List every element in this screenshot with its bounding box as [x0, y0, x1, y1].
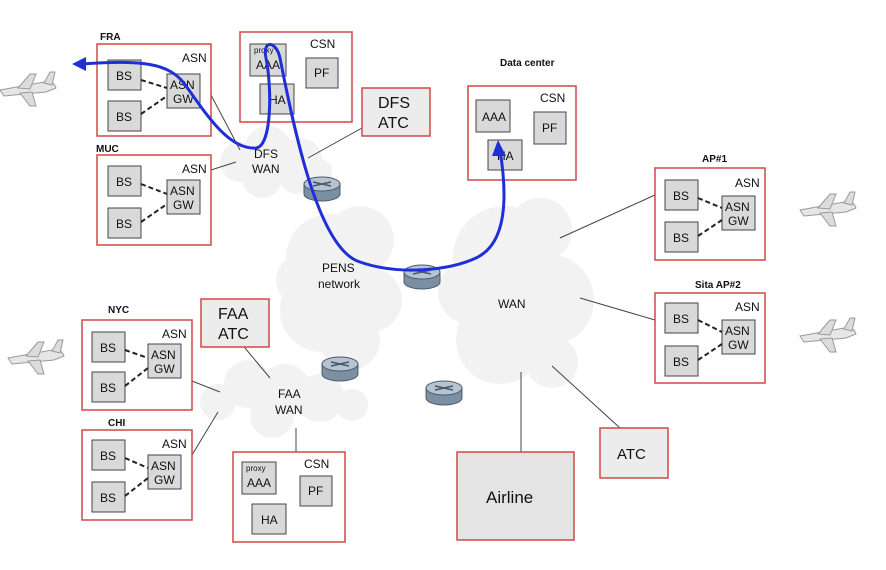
dfs-atc-box: DFS ATC — [361, 87, 431, 137]
svg-text:BS: BS — [673, 231, 689, 245]
svg-text:BS: BS — [116, 175, 132, 189]
svg-text:BS: BS — [100, 491, 116, 505]
site-label-ap2: Sita AP#2 — [695, 280, 741, 291]
atc-box: ATC — [599, 427, 669, 479]
svg-text:GW: GW — [154, 362, 175, 376]
faa-wan-label-1: FAA — [278, 387, 301, 401]
svg-text:HA: HA — [269, 93, 286, 107]
svg-text:CSN: CSN — [540, 91, 565, 105]
airplane-icon — [799, 191, 857, 227]
wan-label: WAN — [498, 297, 526, 311]
svg-text:BS: BS — [673, 355, 689, 369]
svg-text:GW: GW — [173, 198, 194, 212]
svg-text:PF: PF — [542, 121, 557, 135]
svg-text:AAA: AAA — [247, 476, 271, 490]
site-label-datacenter: Data center — [500, 58, 555, 69]
svg-text:CSN: CSN — [310, 37, 335, 51]
svg-text:AAA: AAA — [482, 110, 506, 124]
site-label-ap1: AP#1 — [702, 154, 727, 165]
airplane-icon — [7, 339, 65, 375]
svg-text:proxy: proxy — [254, 46, 274, 55]
svg-text:BS: BS — [673, 312, 689, 326]
svg-text:GW: GW — [154, 473, 175, 487]
svg-text:ATC: ATC — [218, 326, 249, 343]
svg-text:BS: BS — [100, 381, 116, 395]
svg-text:ASN: ASN — [151, 459, 176, 473]
svg-text:BS: BS — [673, 189, 689, 203]
router-icon — [425, 380, 463, 406]
svg-text:BS: BS — [100, 449, 116, 463]
svg-text:ASN: ASN — [735, 176, 760, 190]
auth-path — [72, 43, 506, 272]
svg-text:ASN: ASN — [151, 348, 176, 362]
wan-cloud — [438, 198, 594, 388]
pens-label-2: network — [318, 277, 361, 291]
svg-text:ASN: ASN — [725, 200, 750, 214]
svg-text:ATC: ATC — [617, 446, 646, 463]
site-label-fra: FRA — [100, 32, 121, 43]
svg-text:BS: BS — [100, 341, 116, 355]
svg-text:PF: PF — [314, 66, 329, 80]
csn-datacenter: CSN AAA PF HA — [467, 85, 577, 181]
svg-text:FAA: FAA — [218, 306, 249, 323]
svg-text:GW: GW — [728, 214, 749, 228]
faa-atc-box: FAA ATC — [200, 298, 270, 348]
airplane-icon — [799, 317, 857, 353]
csn-faa: CSN proxy AAA PF HA — [232, 451, 346, 543]
site-label-nyc: NYC — [108, 305, 129, 316]
router-icon — [321, 356, 359, 382]
svg-text:ASN: ASN — [182, 162, 207, 176]
svg-text:ASN: ASN — [735, 300, 760, 314]
airline-box: Airline — [456, 451, 575, 541]
svg-text:ATC: ATC — [378, 115, 409, 132]
svg-text:PF: PF — [308, 484, 323, 498]
svg-text:ASN: ASN — [182, 51, 207, 65]
svg-text:DFS: DFS — [378, 95, 410, 112]
dfs-wan-label-2: WAN — [252, 162, 280, 176]
pens-label-1: PENS — [322, 261, 355, 275]
svg-text:CSN: CSN — [304, 457, 329, 471]
svg-text:BS: BS — [116, 217, 132, 231]
site-label-chi: CHI — [108, 418, 125, 429]
svg-text:ASN: ASN — [725, 324, 750, 338]
svg-text:BS: BS — [116, 110, 132, 124]
csn-dfs: CSN proxy AAA PF HA — [239, 31, 353, 123]
svg-text:HA: HA — [261, 513, 278, 527]
svg-text:ASN: ASN — [162, 437, 187, 451]
faa-wan-cloud — [200, 360, 368, 438]
svg-text:Airline: Airline — [486, 488, 533, 507]
pens-network-cloud — [276, 206, 402, 370]
svg-text:BS: BS — [116, 69, 132, 83]
svg-text:ASN: ASN — [170, 184, 195, 198]
svg-text:GW: GW — [728, 338, 749, 352]
svg-text:ASN: ASN — [162, 327, 187, 341]
faa-wan-label-2: WAN — [275, 403, 303, 417]
svg-text:proxy: proxy — [246, 464, 266, 473]
airplane-icon — [0, 71, 57, 107]
svg-text:GW: GW — [173, 92, 194, 106]
site-label-muc: MUC — [96, 144, 119, 155]
dfs-wan-label-1: DFS — [254, 147, 278, 161]
network-links — [191, 94, 656, 456]
dfs-wan-cloud — [220, 126, 332, 198]
